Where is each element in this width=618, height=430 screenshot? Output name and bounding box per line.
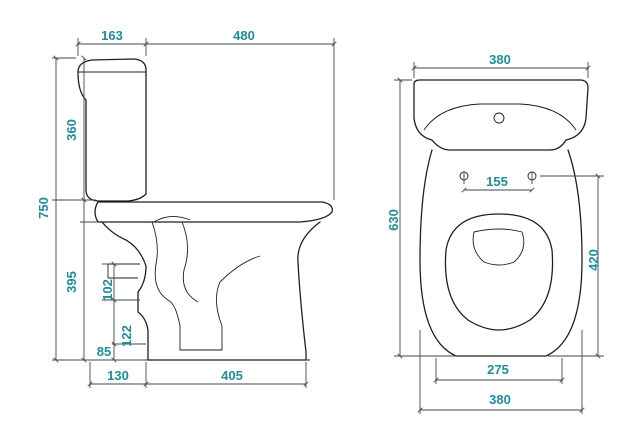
outlet-pipe [107, 263, 140, 279]
cistern-tank [77, 58, 147, 202]
dim-floor-gap: 85 [97, 344, 111, 359]
flush-button [493, 112, 505, 124]
bowl-opening [444, 213, 554, 331]
tank-top-inner [423, 103, 577, 131]
trap-inner [181, 221, 199, 303]
dim-total-height: 750 [36, 197, 51, 219]
dim-bottom-width: 380 [489, 392, 511, 407]
dim-outlet-height: 102 [100, 279, 115, 301]
bowl-flush-hole [472, 228, 525, 266]
trap-channel [151, 221, 261, 351]
dim-tank-height: 360 [64, 119, 79, 141]
dim-total-length: 630 [386, 209, 401, 231]
dim-bowl-depth: 480 [233, 28, 255, 43]
dim-seat-height: 395 [64, 271, 79, 293]
top-view: 380 155 630 420 275 380 [386, 52, 604, 414]
dim-top-width: 380 [489, 52, 511, 67]
dim-bowl-length: 420 [586, 249, 601, 271]
tank-top [413, 79, 589, 151]
bowl-rim [94, 201, 333, 223]
side-view: 163 480 750 360 395 102 122 85 130 405 [36, 28, 337, 388]
dim-bolt-spacing: 155 [486, 174, 508, 189]
bowl-outline-top [419, 149, 583, 357]
dim-base-width: 275 [487, 362, 509, 377]
bowl-inner-curve [153, 216, 191, 223]
dim-tank-depth: 163 [101, 28, 123, 43]
dim-base-length: 405 [221, 368, 243, 383]
bowl-body [101, 221, 321, 361]
dim-base-back: 130 [107, 368, 129, 383]
dim-outlet-offset: 122 [119, 325, 134, 347]
